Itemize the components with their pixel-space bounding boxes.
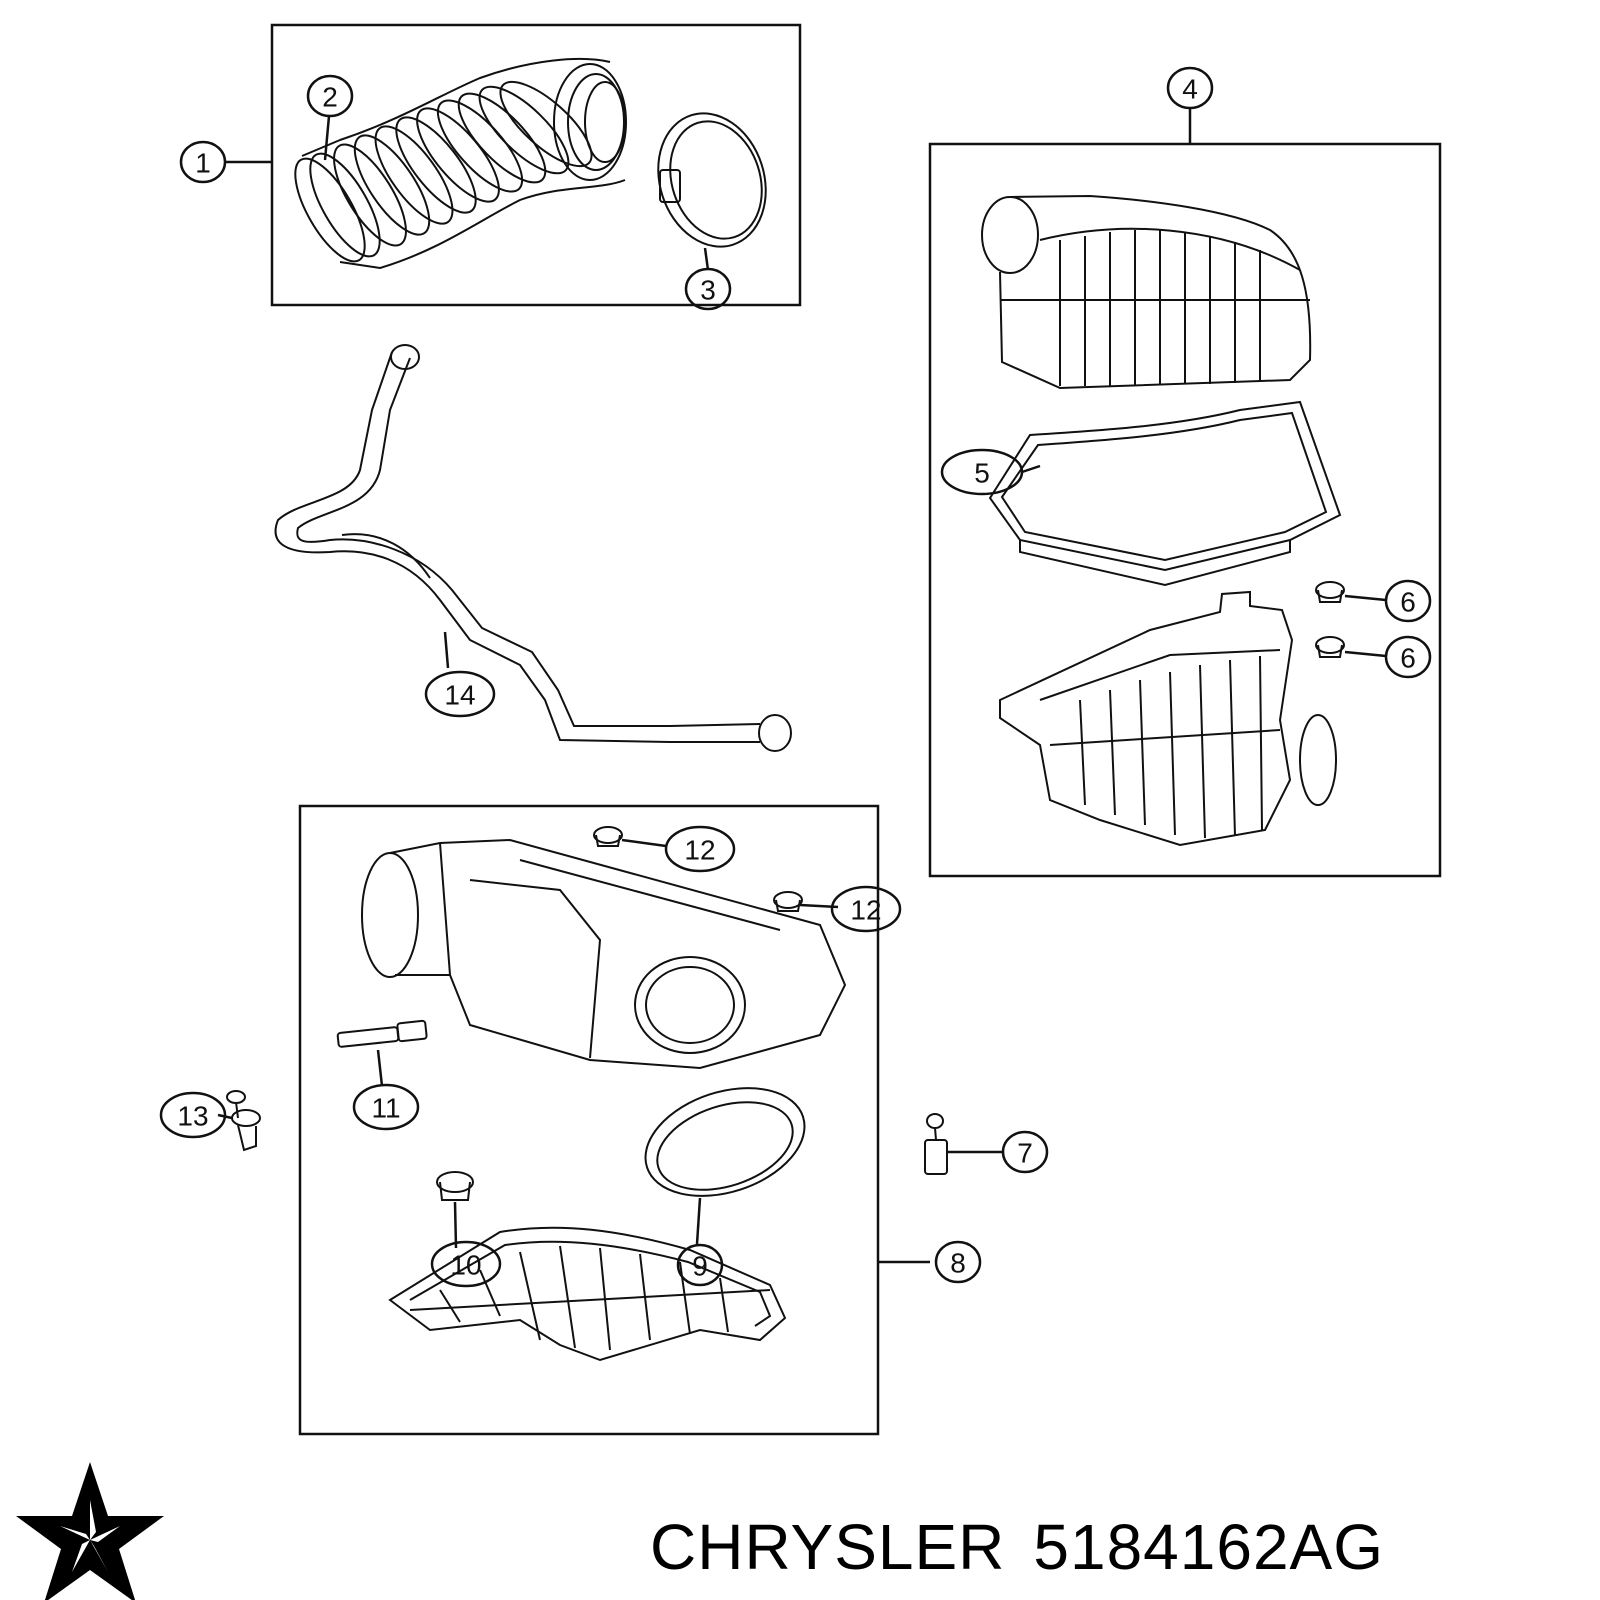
hose-clamp-drawing	[657, 112, 767, 248]
callout-13: 13	[177, 1101, 208, 1132]
callout-bubble-13	[159, 1091, 227, 1139]
callout-labels: 1 2 3 4 5 6 6 7 8 9 10 11 12 12 13 14	[177, 74, 1415, 1282]
callout-bubble-12a	[664, 825, 736, 873]
callout-5: 5	[974, 458, 990, 489]
callout-7: 7	[1017, 1138, 1033, 1169]
callout-bubble-7	[1001, 1130, 1049, 1174]
callout-bubble-12b	[830, 885, 902, 933]
part-number: 5184162AG	[1033, 1511, 1384, 1583]
resonator-housing-drawing	[361, 838, 847, 1070]
air-cleaner-cover-drawing	[981, 194, 1312, 390]
breather-tube-drawing	[274, 344, 792, 752]
callout-bubble-1	[179, 140, 227, 184]
callout-1: 1	[195, 148, 211, 179]
callout-6b: 6	[1400, 643, 1416, 674]
callout-2: 2	[322, 82, 338, 113]
callout-bubble-5	[940, 448, 1024, 496]
callout-bubble-9	[676, 1243, 724, 1287]
callout-bubble-4	[1166, 66, 1214, 110]
sensor-11-drawing	[336, 1019, 428, 1048]
air-filter-drawing	[988, 400, 1342, 587]
grommet-6-upper-drawing	[1315, 581, 1345, 603]
housing-base-tray-drawing	[388, 1226, 787, 1362]
grommet-12-lower-drawing	[773, 891, 803, 912]
seal-ring-9-drawing	[644, 1087, 806, 1197]
fastener-13-drawing	[226, 1090, 261, 1152]
group-box-8	[298, 804, 880, 1436]
callout-bubble-3	[684, 267, 732, 311]
callout-11: 11	[371, 1093, 400, 1124]
callout-bubble-14	[424, 670, 496, 718]
callout-4: 4	[1182, 74, 1198, 105]
callout-bubble-6a	[1384, 579, 1432, 623]
callout-3: 3	[700, 275, 716, 306]
callout-8: 8	[950, 1248, 966, 1279]
callout-14: 14	[444, 680, 475, 711]
callout-bubbles	[159, 66, 1432, 1288]
callout-bubble-10	[430, 1240, 502, 1288]
chrysler-pentastar-icon	[16, 1462, 164, 1600]
callout-bubble-6b	[1384, 635, 1432, 679]
air-cleaner-base-drawing	[999, 590, 1337, 847]
callout-12b: 12	[850, 895, 881, 926]
callout-9: 9	[692, 1251, 708, 1282]
callout-10: 10	[450, 1250, 481, 1281]
footer-caption: CHRYSLER 5184162AG	[650, 1510, 1412, 1584]
callout-bubble-2	[306, 74, 354, 118]
callout-12a: 12	[684, 835, 715, 866]
grommet-6-lower-drawing	[1315, 636, 1345, 658]
grommet-10-drawing	[436, 1171, 474, 1201]
callout-bubble-11	[352, 1083, 420, 1131]
grommet-12-upper-drawing	[593, 826, 623, 847]
group-box-4	[928, 142, 1442, 878]
callout-6a: 6	[1400, 587, 1416, 618]
callout-bubble-8	[934, 1240, 982, 1284]
group-box-1	[270, 23, 802, 307]
brand-name: CHRYSLER	[650, 1511, 1006, 1583]
intake-hose-drawing	[294, 58, 627, 270]
sensor-7-drawing	[924, 1113, 948, 1175]
